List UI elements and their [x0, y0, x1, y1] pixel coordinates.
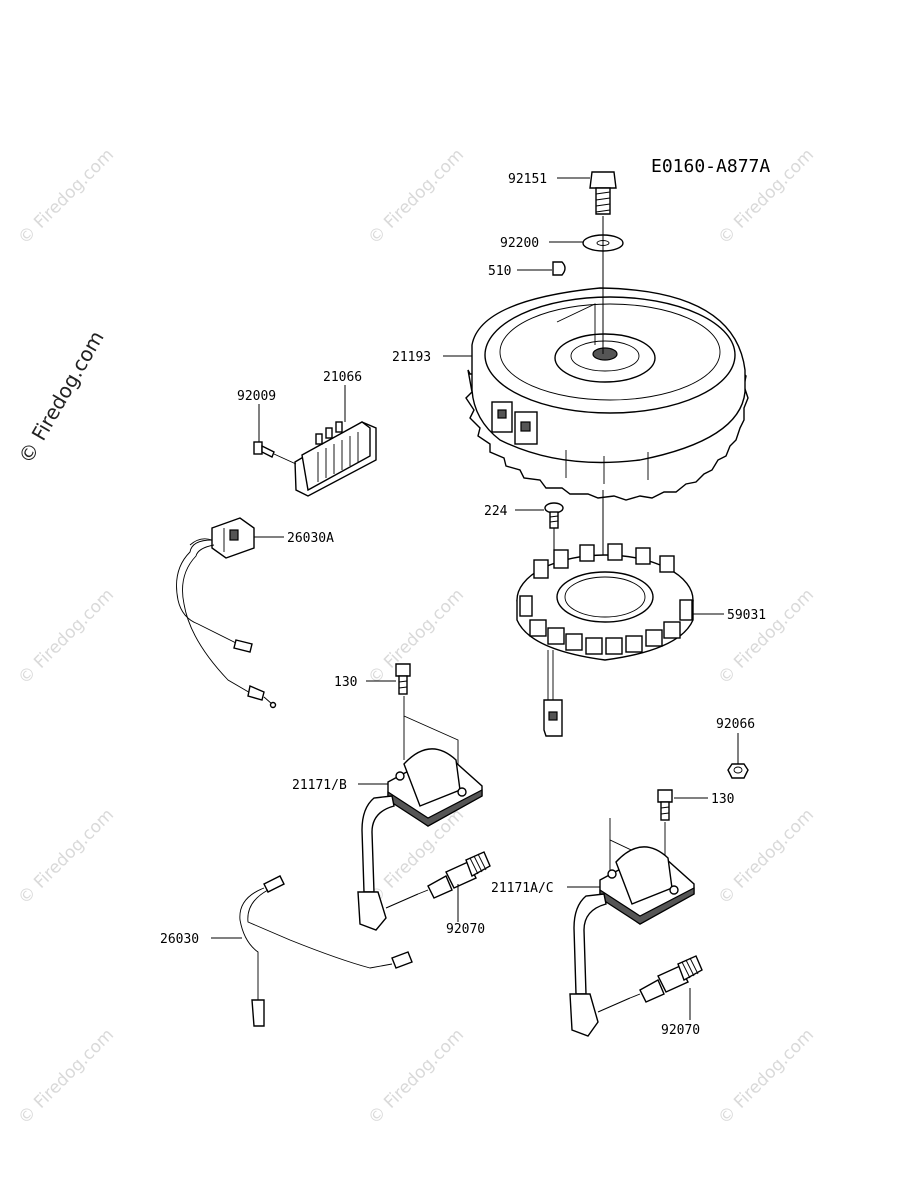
screw-92009[interactable]: [253, 441, 297, 465]
label-130-right: 130: [711, 792, 734, 807]
label-21171AC: 21171A/C: [491, 881, 554, 896]
label-21193: 21193: [392, 350, 431, 365]
regulator-21066[interactable]: [294, 421, 377, 497]
harness-26030[interactable]: [239, 875, 413, 1027]
label-510: 510: [488, 264, 511, 279]
watermark: © Firedog.com: [14, 1025, 118, 1129]
ignition-coil-21171AC[interactable]: [569, 846, 695, 1037]
stator-59031[interactable]: [516, 543, 694, 737]
label-59031: 59031: [727, 608, 766, 623]
label-92151: 92151: [508, 172, 547, 187]
label-92009: 92009: [237, 389, 276, 404]
diagram-code: E0160-A877A: [651, 156, 770, 177]
watermark: © Firedog.com: [14, 585, 118, 689]
flywheel-21193[interactable]: [465, 287, 749, 501]
spark-plug-92070-right[interactable]: [629, 955, 703, 1003]
label-92070-left: 92070: [446, 922, 485, 937]
label-92200: 92200: [500, 236, 539, 251]
spark-plug-92070-left[interactable]: [417, 851, 491, 899]
screw-224[interactable]: [544, 502, 564, 529]
harness-26030A[interactable]: [176, 517, 277, 709]
watermark: © Firedog.com: [714, 805, 818, 909]
label-26030A: 26030A: [287, 531, 334, 546]
label-21171B: 21171/B: [292, 778, 347, 793]
watermark: © Firedog.com: [14, 145, 118, 249]
watermark: © Firedog.com: [714, 585, 818, 689]
watermark: © Firedog.com: [364, 1025, 468, 1129]
watermark-side: © Firedog.com: [14, 327, 109, 468]
label-92070-right: 92070: [661, 1023, 700, 1038]
bolt-130-left[interactable]: [395, 663, 411, 695]
watermark: © Firedog.com: [364, 585, 468, 689]
watermark: © Firedog.com: [364, 145, 468, 249]
watermark: © Firedog.com: [14, 805, 118, 909]
label-130-left: 130: [334, 675, 357, 690]
watermark: © Firedog.com: [364, 805, 468, 909]
key-510[interactable]: [552, 261, 566, 276]
label-26030: 26030: [160, 932, 199, 947]
watermark: © Firedog.com: [714, 1025, 818, 1129]
bolt-130-right[interactable]: [657, 789, 673, 821]
label-21066: 21066: [323, 370, 362, 385]
label-92066: 92066: [716, 717, 755, 732]
bolt-92151[interactable]: [589, 171, 617, 215]
label-224: 224: [484, 504, 508, 519]
ignition-coil-21171B[interactable]: [357, 748, 483, 931]
watermarks: © Firedog.com © Firedog.com © Firedog.co…: [14, 145, 818, 1129]
nut-92066[interactable]: [727, 763, 749, 779]
